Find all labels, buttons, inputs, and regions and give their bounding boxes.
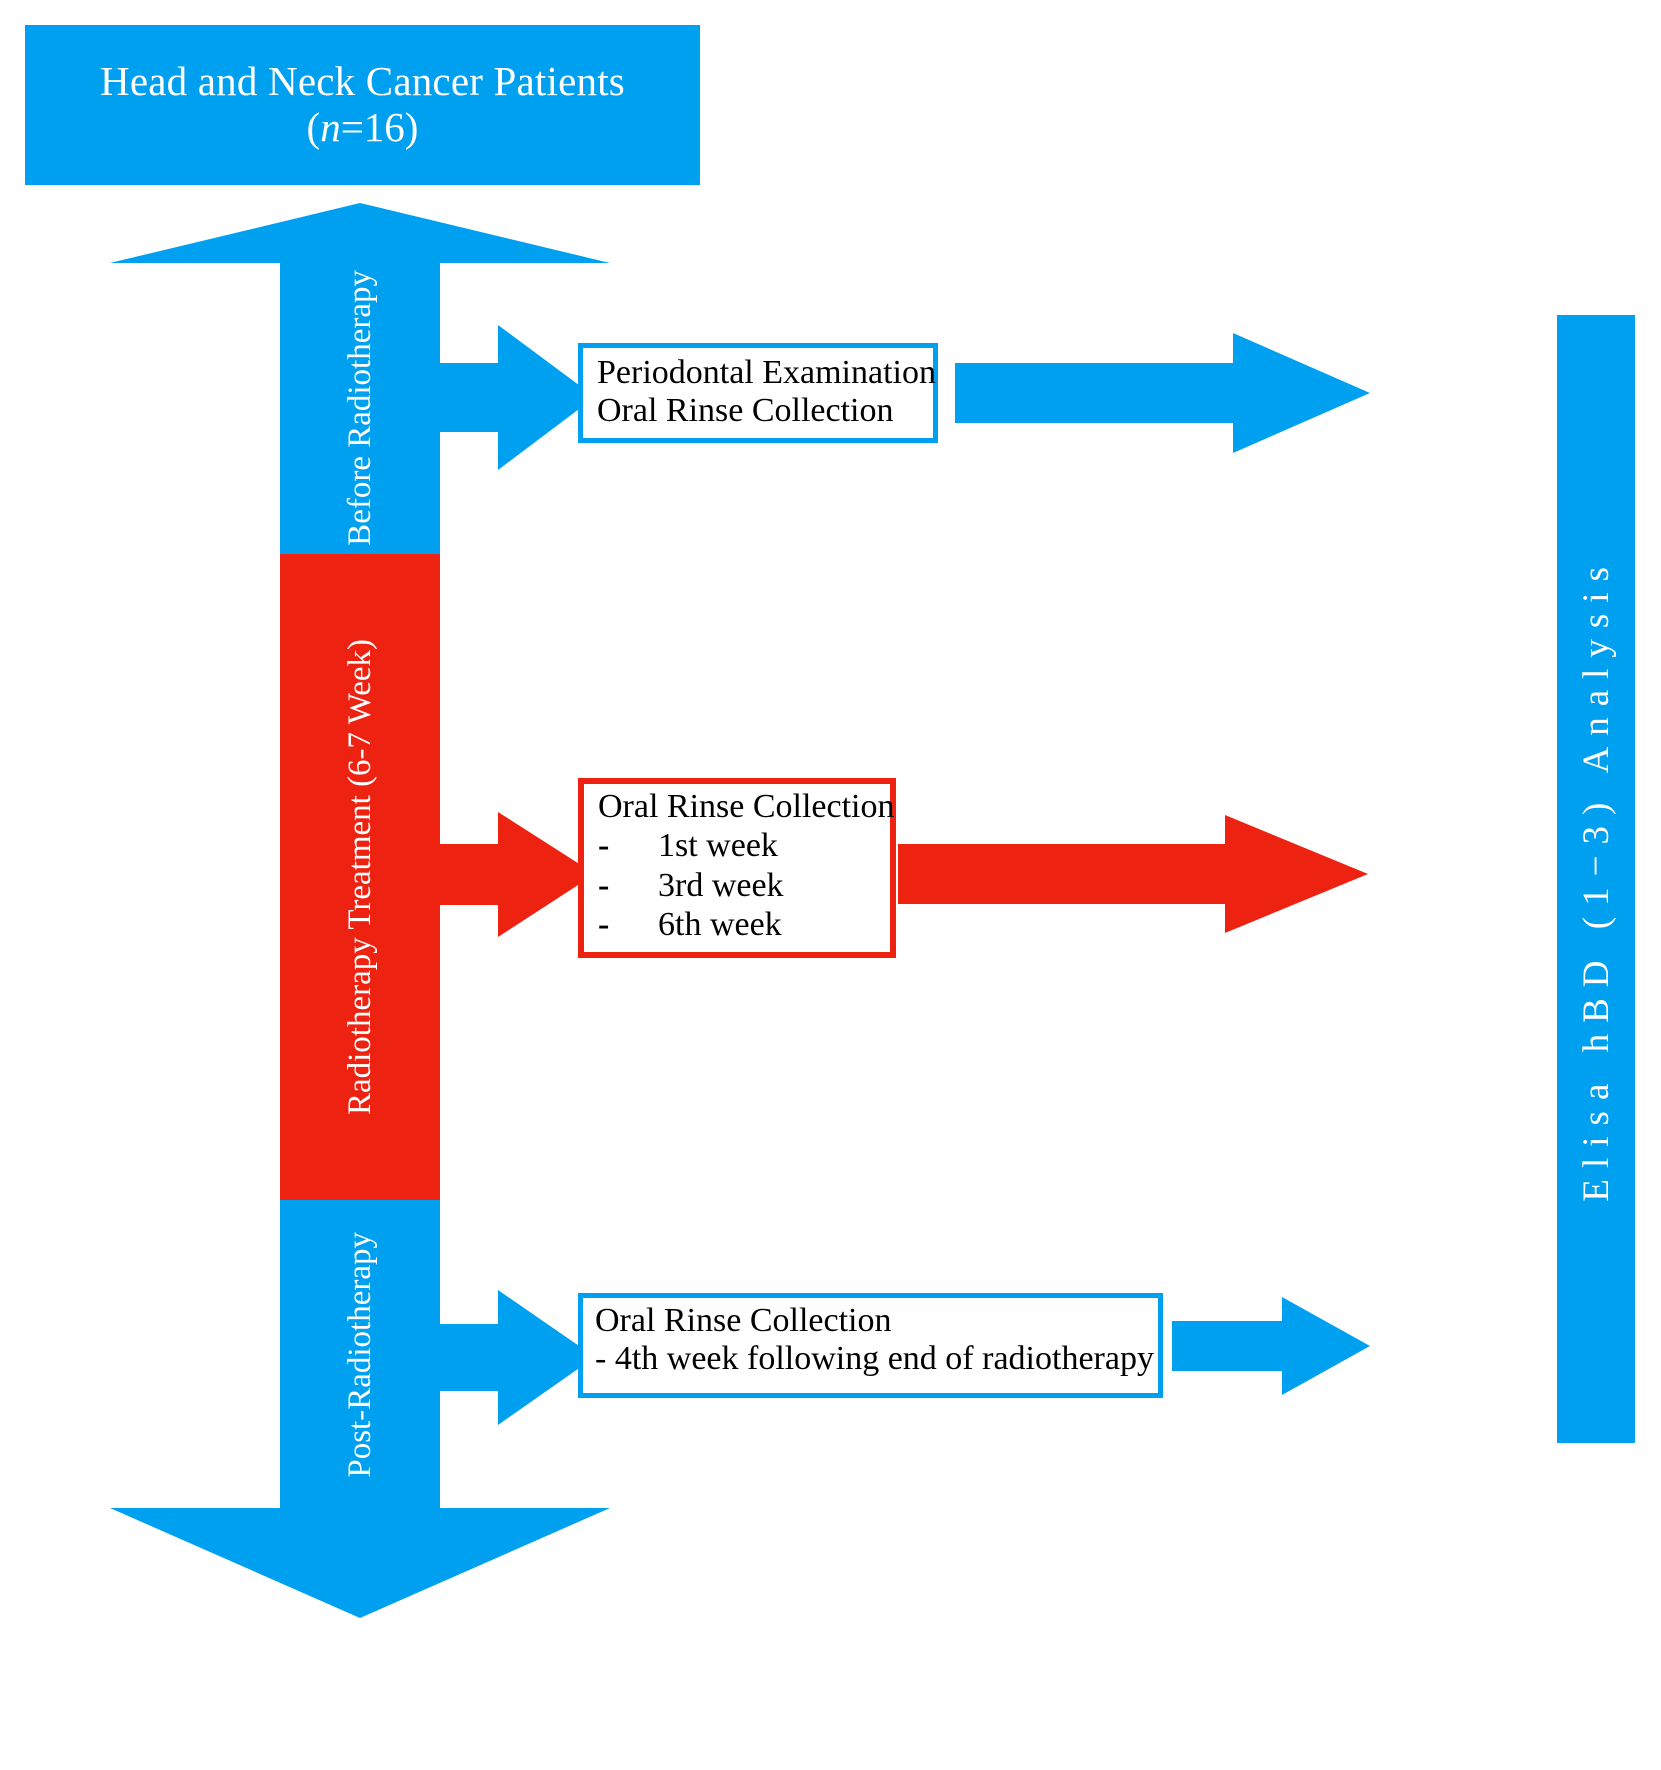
oral-rinse-post-line-2: - 4th week following end of radiotherapy	[595, 1340, 1154, 1378]
oral-rinse-post-box: Oral Rinse Collection - 4th week followi…	[578, 1293, 1163, 1398]
timeline-segment-before: Before Radiotherapy	[280, 261, 440, 554]
bullet-label: 3rd week	[658, 866, 784, 904]
bullet-label: 6th week	[658, 905, 782, 943]
periodontal-exam-box: Periodontal Examination Oral Rinse Colle…	[578, 343, 938, 443]
patients-count: (n=16)	[306, 104, 419, 151]
bullet-dash: -	[598, 905, 610, 943]
analysis-bar: Elisa hBD (1−3) Analysis	[1557, 315, 1635, 1443]
timeline-arrowhead-down	[110, 1508, 610, 1618]
arrow-before-to-box	[440, 325, 595, 470]
timeline-segment-post: Post-Radiotherapy	[280, 1200, 440, 1510]
bullet-dash: -	[598, 866, 610, 904]
arrow-post-to-box	[440, 1290, 595, 1425]
periodontal-exam-line-2: Oral Rinse Collection	[597, 392, 894, 430]
timeline-label-during: Radiotherapy Treatment (6-7 Week)	[341, 638, 378, 1116]
oral-rinse-during-bullets: - 1st week - 3rd week - 6th week	[598, 826, 890, 944]
timeline-segment-during: Radiotherapy Treatment (6-7 Week)	[280, 554, 440, 1200]
arrow-post-to-analysis	[1172, 1297, 1370, 1395]
periodontal-exam-line-1: Periodontal Examination	[597, 354, 936, 391]
arrow-during-to-box	[440, 812, 595, 937]
bullet-item: - 3rd week	[598, 866, 890, 905]
oral-rinse-post-line-1: Oral Rinse Collection	[595, 1302, 892, 1339]
analysis-label: Elisa hBD (1−3) Analysis	[1575, 556, 1617, 1202]
timeline-arrowhead-up	[110, 203, 610, 263]
n-symbol: n	[320, 104, 341, 150]
timeline-label-before: Before Radiotherapy	[341, 269, 378, 546]
bullet-item: - 1st week	[598, 826, 890, 865]
bullet-label: 1st week	[658, 827, 778, 865]
paren-open: (	[306, 104, 321, 150]
bullet-dash: -	[598, 827, 610, 865]
bullet-item: - 6th week	[598, 905, 890, 944]
patients-box: Head and Neck Cancer Patients (n=16)	[25, 25, 700, 185]
oral-rinse-during-title: Oral Rinse Collection	[598, 788, 895, 825]
oral-rinse-during-box: Oral Rinse Collection - 1st week - 3rd w…	[578, 778, 896, 958]
n-value: =16)	[340, 104, 419, 150]
arrow-before-to-analysis	[955, 333, 1370, 453]
timeline-label-post: Post-Radiotherapy	[341, 1232, 378, 1478]
arrow-during-to-analysis	[898, 815, 1368, 933]
patients-title: Head and Neck Cancer Patients	[100, 58, 625, 105]
